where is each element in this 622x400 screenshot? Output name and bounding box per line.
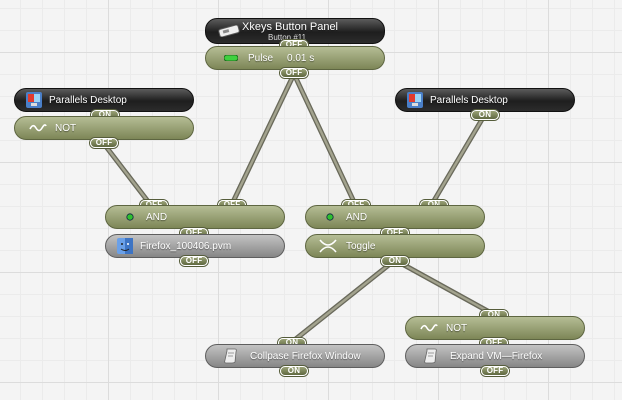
pulse-node[interactable]: Pulse 0.01 s	[205, 46, 385, 70]
not-left-label: NOT	[55, 122, 77, 134]
not-wave-icon	[420, 323, 438, 333]
not-left-node[interactable]: NOT	[14, 116, 194, 140]
and-dot-icon	[326, 213, 334, 221]
parallels-right-label: Parallels Desktop	[430, 94, 508, 106]
and-left-label: AND	[146, 211, 168, 223]
firefox-pvm-output-port[interactable]: OFF	[180, 256, 208, 266]
parallels-app-icon	[25, 91, 43, 109]
script-icon	[224, 348, 238, 364]
parallels-desktop-left-node[interactable]: Parallels Desktop	[14, 88, 194, 112]
xkeys-title: Xkeys Button Panel	[242, 20, 339, 33]
toggle-output-port[interactable]: ON	[381, 256, 409, 266]
pulse-duration-value: 0.01 s	[287, 52, 315, 64]
pulse-output-port[interactable]: OFF	[280, 68, 308, 78]
parallels-left-label: Parallels Desktop	[49, 94, 127, 106]
parallels-right-output-port[interactable]: ON	[471, 110, 499, 120]
parallels-app-icon	[406, 91, 424, 109]
xkeys-subtitle: Button #11	[268, 32, 307, 42]
mac-finder-icon	[116, 237, 134, 255]
collapse-firefox-window-node[interactable]: Collpase Firefox Window	[205, 344, 385, 368]
not-right-node[interactable]: NOT	[405, 316, 585, 340]
script-icon	[424, 348, 438, 364]
pulse-led-icon	[224, 55, 238, 61]
and-dot-icon	[126, 213, 134, 221]
keyboard-key-icon	[218, 24, 240, 40]
and-right-node[interactable]: AND	[305, 205, 485, 229]
expand-vm-firefox-node[interactable]: Expand VM—Firefox	[405, 344, 585, 368]
expand-label: Expand VM—Firefox	[450, 350, 543, 362]
not-right-label: NOT	[446, 322, 468, 334]
toggle-label: Toggle	[346, 240, 376, 252]
toggle-node[interactable]: Toggle	[305, 234, 485, 258]
expand-output-port[interactable]: OFF	[481, 366, 509, 376]
xkeys-button-panel-node[interactable]: Xkeys Button Panel Button #11	[205, 18, 385, 44]
toggle-icon	[318, 238, 338, 254]
and-left-node[interactable]: AND	[105, 205, 285, 229]
and-right-label: AND	[346, 211, 368, 223]
collapse-label: Collpase Firefox Window	[250, 350, 361, 362]
not-left-output-port[interactable]: OFF	[90, 138, 118, 148]
pulse-label: Pulse	[248, 52, 274, 64]
firefox-pvm-node[interactable]: Firefox_100406.pvm	[105, 234, 285, 258]
not-wave-icon	[29, 123, 47, 133]
collapse-output-port[interactable]: ON	[280, 366, 308, 376]
parallels-desktop-right-node[interactable]: Parallels Desktop	[395, 88, 575, 112]
firefox-pvm-label: Firefox_100406.pvm	[140, 240, 232, 252]
